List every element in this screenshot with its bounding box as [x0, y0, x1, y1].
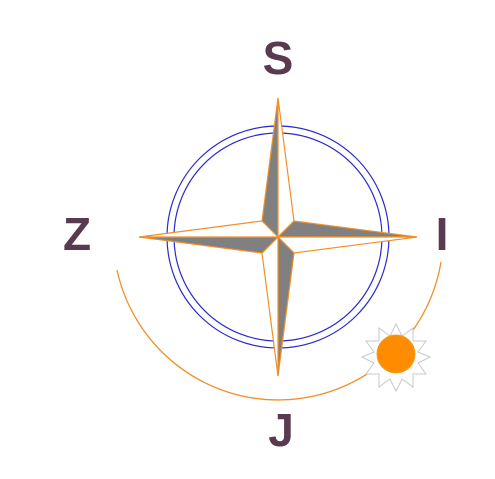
label-east: I — [436, 208, 449, 260]
sun-icon — [362, 324, 430, 391]
label-west: Z — [63, 208, 91, 260]
compass-rose-icon — [139, 98, 417, 376]
label-south: J — [268, 404, 294, 456]
sun-disc — [377, 335, 415, 373]
label-north: S — [263, 32, 294, 84]
